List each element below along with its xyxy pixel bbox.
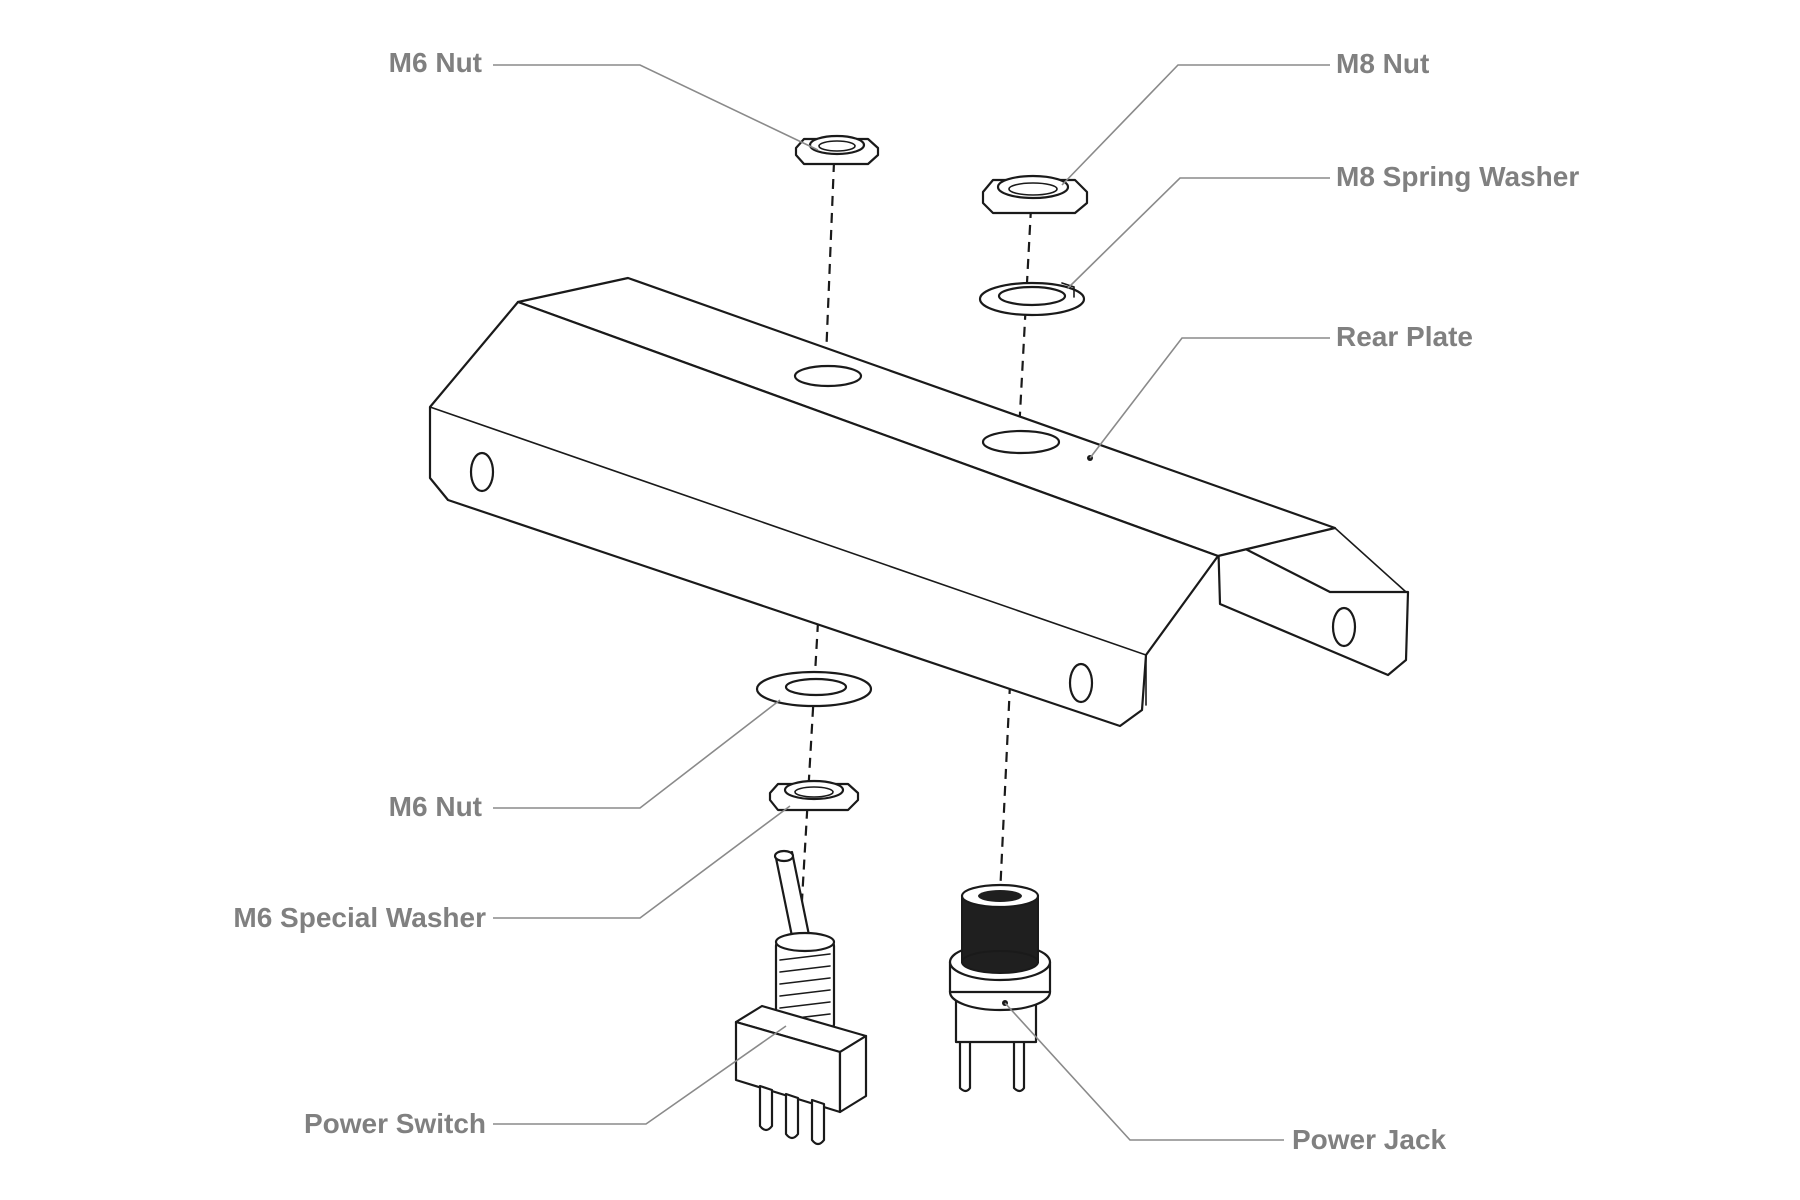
power-jack-socket: [978, 890, 1022, 902]
label-power-switch: Power Switch: [304, 1108, 486, 1139]
m8-spring-washer-split: [1061, 282, 1075, 298]
power-jack-pin: [958, 1038, 972, 1093]
m6-nut-top: [794, 134, 880, 166]
power-switch-bushing-top: [774, 931, 836, 953]
label-rear-plate: Rear Plate: [1336, 321, 1473, 352]
rear-plate-hole-m8: [981, 429, 1061, 455]
m6-special-washer-inner: [784, 677, 848, 697]
power-switch-pin: [758, 1084, 774, 1132]
power-switch-thread: [779, 965, 831, 973]
label-m6-special-washer: M6 Special Washer: [233, 902, 486, 933]
part-labels: M6 Nut M8 Nut M8 Spring Washer Rear Plat…: [233, 47, 1579, 1155]
leader-m6-nut-top: [493, 64, 819, 151]
rear-plate-far-flange: [1216, 533, 1410, 677]
axis-m8: [1017, 207, 1033, 433]
power-switch: [734, 849, 868, 1146]
power-jack-pin: [1012, 1038, 1026, 1093]
m8-nut: [981, 174, 1089, 215]
power-switch-thread: [779, 953, 831, 961]
rear-plate-flange-hole-left: [469, 451, 495, 493]
label-m6-nut-bottom: M6 Nut: [389, 791, 482, 822]
power-switch-pin: [810, 1098, 826, 1146]
m8-spring-washer-inner: [997, 285, 1067, 307]
m6-nut-bottom: [768, 779, 860, 812]
power-switch-thread: [779, 977, 831, 985]
m6-nut-bottom-inner: [794, 786, 834, 798]
power-switch-thread: [779, 989, 831, 997]
leader-m8-spring-washer: [1067, 177, 1330, 289]
axis-m6-top: [824, 161, 836, 359]
m6-nut-top-inner: [818, 140, 856, 152]
leader-m8-nut: [1061, 64, 1330, 186]
leader-lines: [493, 64, 1330, 1141]
power-switch-body-side: [838, 1034, 868, 1114]
label-power-jack: Power Jack: [1292, 1124, 1447, 1155]
rear-plate-bend-line: [429, 406, 1147, 656]
m8-spring-washer: [978, 281, 1086, 317]
rear-plate-far-edge: [1217, 527, 1407, 593]
axis-jack: [998, 683, 1012, 896]
power-switch-pin: [784, 1092, 800, 1140]
m6-special-washer: [755, 670, 873, 708]
label-m8-nut: M8 Nut: [1336, 48, 1429, 79]
rear-plate-front-flange: [428, 300, 1220, 728]
m8-nut-inner: [1008, 182, 1058, 196]
leader-rear-plate: [1089, 337, 1330, 459]
label-m6-nut-top: M6 Nut: [389, 47, 482, 78]
label-m8-spring-washer: M8 Spring Washer: [1336, 161, 1579, 192]
power-jack: [948, 883, 1052, 1093]
leader-m6-special-washer: [493, 805, 791, 919]
rear-plate: [428, 276, 1410, 728]
rear-plate-far-flange-hole: [1331, 606, 1357, 648]
rear-plate-hole-m6: [793, 364, 863, 388]
leader-power-jack: [1004, 1002, 1284, 1141]
axis-switch: [798, 621, 820, 936]
rear-plate-flange-hole-right: [1068, 662, 1094, 704]
power-switch-thread: [779, 1001, 831, 1009]
leader-power-switch: [493, 1025, 787, 1125]
power-switch-lever-tip: [773, 849, 795, 863]
power-jack-barrel-bottom: [961, 950, 1039, 974]
leader-m6-nut-bottom: [493, 699, 781, 809]
